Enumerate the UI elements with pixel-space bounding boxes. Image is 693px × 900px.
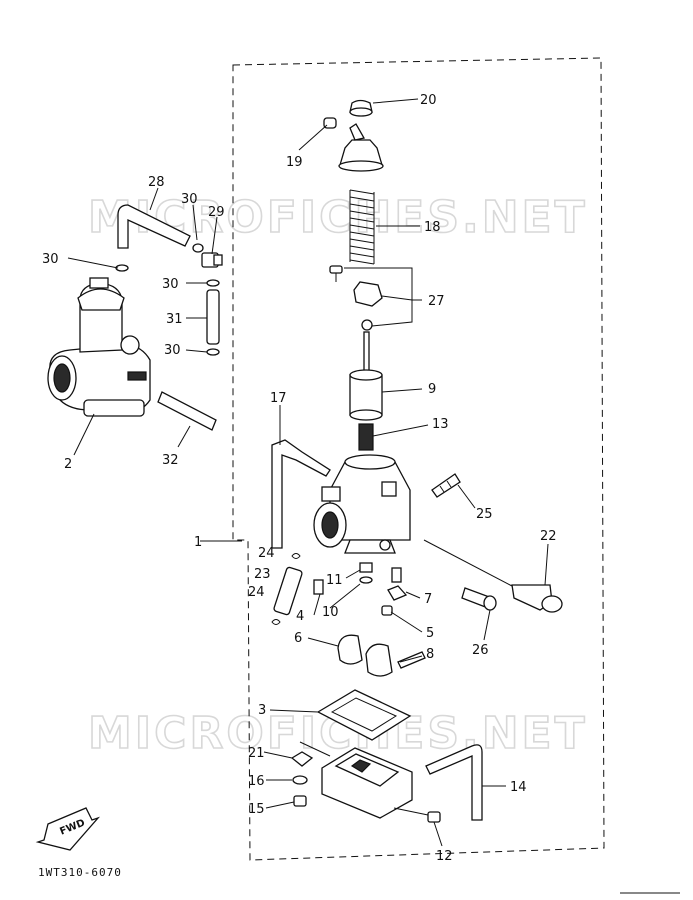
- hose-28-drawing: [117, 204, 191, 249]
- callout-7: 7: [424, 592, 432, 607]
- spring-18-drawing: [349, 189, 375, 265]
- callout-16: 16: [248, 774, 265, 789]
- drawing-code: 1WT310-6070: [38, 866, 122, 879]
- callout-10: 10: [322, 605, 339, 620]
- leader-lines: [67, 98, 549, 847]
- tube-31-drawing: [206, 289, 220, 345]
- callout-29: 29: [208, 205, 225, 220]
- top-cap-drawing: [338, 123, 384, 172]
- callout-24-low: 24: [248, 585, 265, 600]
- callout-23: 23: [254, 567, 271, 582]
- tube-23-drawing: [273, 566, 303, 616]
- needle-jet-13-drawing: [358, 423, 374, 451]
- clip-24-a: [291, 553, 301, 559]
- callout-1: 1: [194, 535, 202, 550]
- callout-17: 17: [270, 391, 287, 406]
- fitting-29-drawing: [201, 252, 223, 268]
- callout-30-left: 30: [42, 252, 59, 267]
- callout-11: 11: [326, 573, 343, 588]
- callout-25: 25: [476, 507, 493, 522]
- callout-26: 26: [472, 643, 489, 658]
- screw-5-drawing: [381, 605, 393, 616]
- screw-15-drawing: [293, 795, 307, 807]
- pin-8-drawing: [397, 651, 426, 669]
- callout-3: 3: [258, 703, 266, 718]
- cap-20-drawing: [349, 99, 373, 117]
- callout-6: 6: [294, 631, 302, 646]
- hose-17-drawing: [271, 439, 331, 549]
- screw-12-drawing: [427, 811, 441, 823]
- callout-18: 18: [424, 220, 441, 235]
- assembled-carburetor-drawing: [47, 277, 151, 417]
- callout-30-mid: 30: [162, 277, 179, 292]
- float-6-drawing: [337, 634, 393, 677]
- ring-30-a: [192, 243, 204, 253]
- callout-5: 5: [426, 626, 434, 641]
- callout-12: 12: [436, 849, 453, 864]
- callout-24-top: 24: [258, 546, 275, 561]
- callout-30-low: 30: [164, 343, 181, 358]
- callout-28: 28: [148, 175, 165, 190]
- callout-15: 15: [248, 802, 265, 817]
- clamp-21-drawing: [290, 751, 314, 767]
- hose-14-drawing: [425, 744, 483, 821]
- callout-32: 32: [162, 453, 179, 468]
- washer-16-drawing: [292, 775, 308, 785]
- screw-26-drawing: [461, 587, 497, 611]
- tube-32-drawing: [157, 391, 217, 431]
- gasket-3-drawing: [316, 689, 412, 741]
- jets-7-drawing: [387, 567, 408, 601]
- callout-13: 13: [432, 417, 449, 432]
- callout-4: 4: [296, 609, 304, 624]
- callout-20: 20: [420, 93, 437, 108]
- clip-24-b: [271, 619, 281, 625]
- starter-plunger-22-drawing: [423, 539, 563, 613]
- callout-8: 8: [426, 647, 434, 662]
- gasket-3-inner: [330, 697, 398, 732]
- ring-30-d: [206, 348, 220, 356]
- assembly-boundary: [232, 57, 605, 861]
- callout-14: 14: [510, 780, 527, 795]
- callout-9: 9: [428, 382, 436, 397]
- callout-27: 27: [428, 294, 445, 309]
- jet-4-drawing: [313, 579, 324, 595]
- callout-30-top: 30: [181, 192, 198, 207]
- throttle-valve-9-drawing: [349, 369, 383, 421]
- callout-22: 22: [540, 529, 557, 544]
- float-bowl-drawing: [321, 747, 413, 819]
- screw-25-drawing: [431, 473, 461, 498]
- carburetor-body-drawing: [313, 454, 411, 554]
- forward-direction-arrow: FWD: [35, 807, 101, 851]
- needle-set-27-drawing: [329, 265, 383, 373]
- callout-19: 19: [286, 155, 303, 170]
- callout-21: 21: [248, 746, 265, 761]
- callout-31: 31: [166, 312, 183, 327]
- ring-30-c: [206, 279, 220, 287]
- callout-2: 2: [64, 457, 72, 472]
- washer-10-drawing: [359, 576, 373, 584]
- jet-11-drawing: [359, 562, 373, 573]
